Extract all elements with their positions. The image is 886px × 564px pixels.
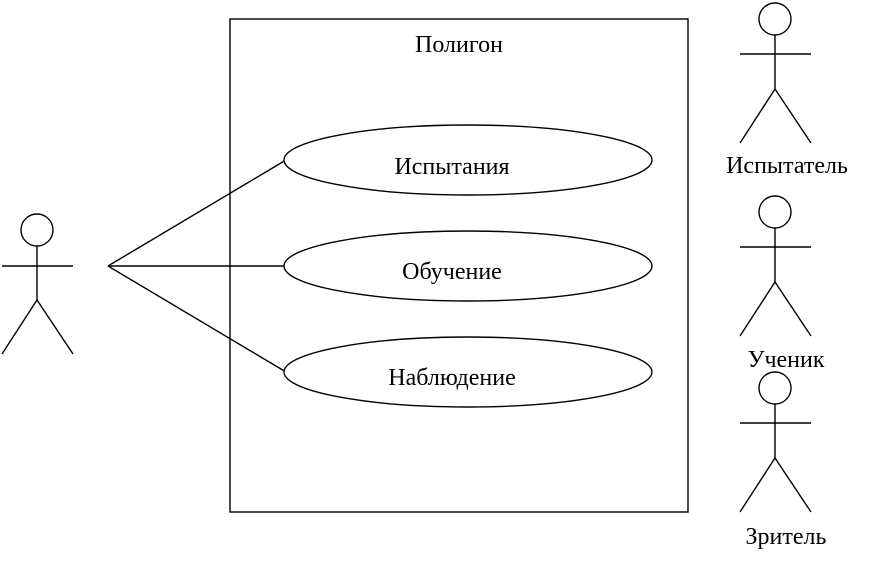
use-case-2: Обучение: [283, 230, 653, 302]
use-case-3: Наблюдение: [283, 336, 653, 408]
use-case-1: Испытания: [283, 124, 653, 196]
actor-left: [1, 213, 74, 355]
association-line-1: [107, 159, 287, 267]
actor-viewer-label: Зритель: [746, 524, 827, 550]
actor-student: Ученик: [739, 195, 825, 373]
system-boundary: Полигон: [229, 18, 689, 513]
actor-viewer: Зритель: [690, 368, 886, 564]
use-case-label-2: Обучение: [402, 259, 502, 285]
associations: [107, 159, 287, 373]
actor-tester: Испытатель: [726, 2, 848, 179]
actor-tester-label: Испытатель: [726, 153, 848, 179]
association-line-3: [107, 265, 287, 373]
system-title: Полигон: [415, 32, 503, 58]
use-case-label-3: Наблюдение: [388, 365, 516, 391]
use-case-label-1: Испытания: [394, 154, 509, 180]
